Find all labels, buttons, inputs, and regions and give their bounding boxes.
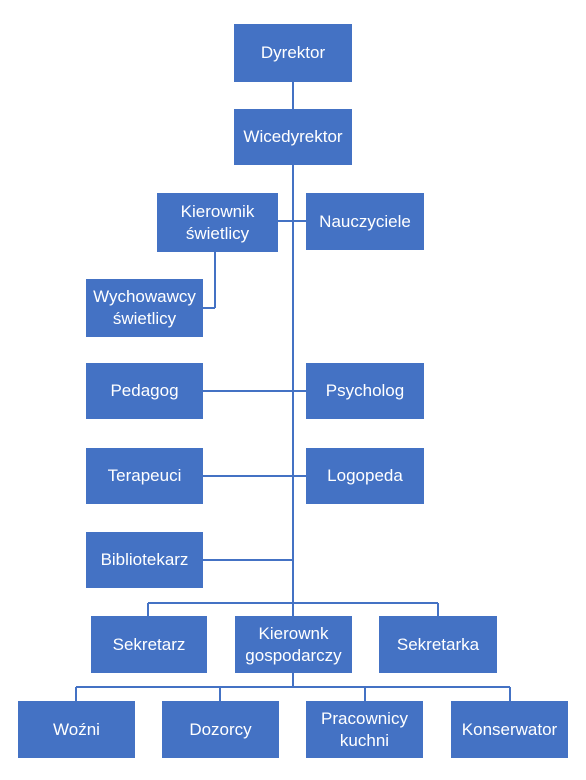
box-dozorcy: Dozorcy (162, 701, 279, 758)
box-kierownik-swietlicy: Kierownik świetlicy (157, 193, 278, 252)
box-pracownicy-kuchni: Pracownicy kuchni (306, 701, 423, 758)
box-bibliotekarz: Bibliotekarz (86, 532, 203, 588)
box-sekretarz: Sekretarz (91, 616, 207, 673)
box-wozni: Woźni (18, 701, 135, 758)
box-pedagog: Pedagog (86, 363, 203, 419)
box-konserwator: Konserwator (451, 701, 568, 758)
box-logopeda: Logopeda (306, 448, 424, 504)
box-sekretarka: Sekretarka (379, 616, 497, 673)
box-terapeuci: Terapeuci (86, 448, 203, 504)
box-wicedyrektor: Wicedyrektor (234, 109, 352, 165)
box-dyrektor: Dyrektor (234, 24, 352, 82)
box-nauczyciele: Nauczyciele (306, 193, 424, 250)
box-wychowawcy-swietlicy: Wychowawcy świetlicy (86, 279, 203, 337)
box-kierownik-gospodarczy: Kierownk gospodarczy (235, 616, 352, 673)
box-psycholog: Psycholog (306, 363, 424, 419)
